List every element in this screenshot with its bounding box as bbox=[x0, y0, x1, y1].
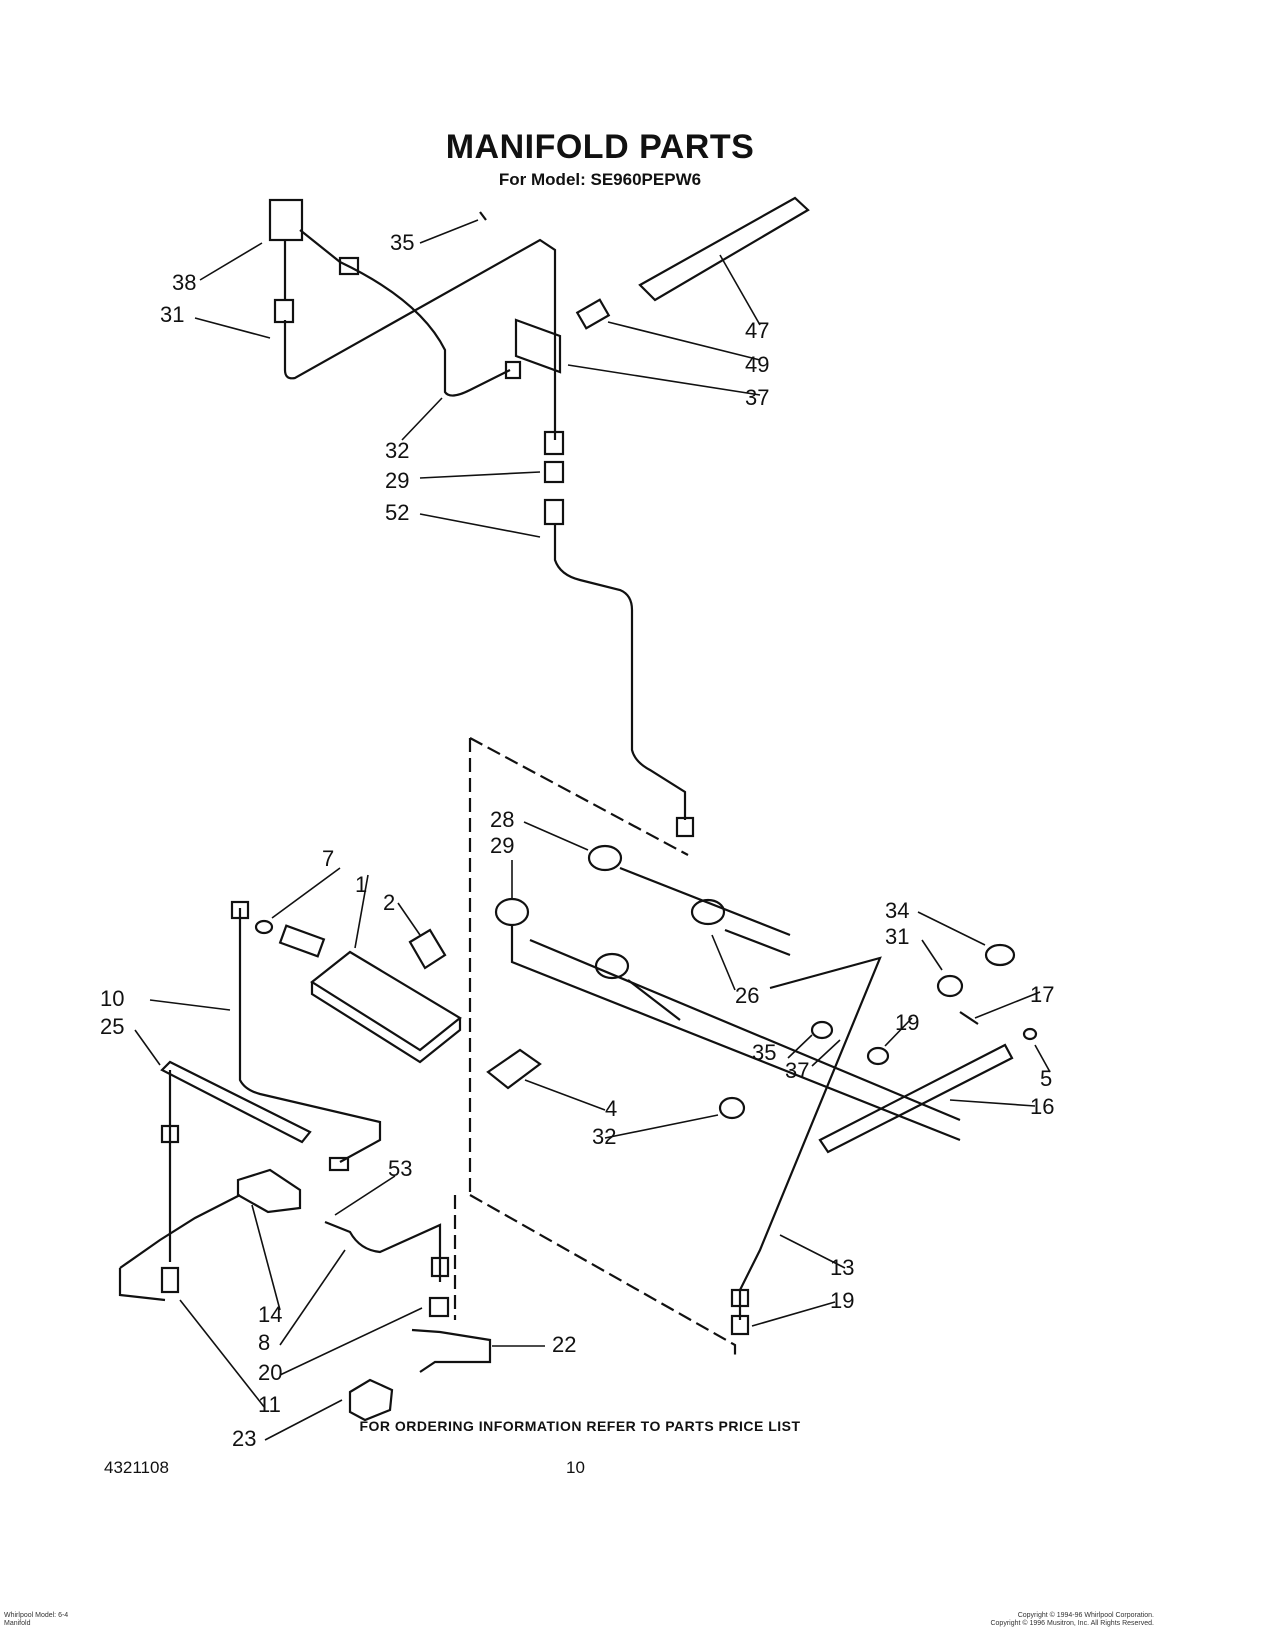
regulator-22 bbox=[411, 1328, 492, 1373]
knob-32 bbox=[718, 1096, 746, 1120]
page-title: MANIFOLD PARTS bbox=[445, 128, 755, 166]
callout-22: 22 bbox=[552, 1332, 576, 1357]
tube-10 bbox=[238, 908, 382, 1163]
tube-8 bbox=[324, 1220, 442, 1282]
nut-7 bbox=[254, 919, 274, 935]
callout-25: 25 bbox=[100, 1014, 124, 1039]
burner-valve-29 bbox=[494, 897, 530, 927]
callout-17: 17 bbox=[1030, 982, 1054, 1007]
tube-end bbox=[675, 816, 695, 838]
callout-26: 26 bbox=[735, 983, 759, 1008]
callout-23: 23 bbox=[232, 1426, 256, 1451]
nut-40 bbox=[273, 298, 295, 324]
nut-25 bbox=[160, 1124, 180, 1144]
callout-31: 31 bbox=[885, 924, 909, 949]
callout-10: 10 bbox=[100, 986, 124, 1011]
callout-35: 35 bbox=[752, 1040, 776, 1065]
callout-11: 11 bbox=[258, 1392, 281, 1417]
callout-20: 20 bbox=[258, 1360, 282, 1385]
copyright-note: Copyright © 1994-96 Whirlpool Corporatio… bbox=[990, 1612, 1154, 1627]
fitting-13 bbox=[730, 1288, 750, 1308]
nut-10b bbox=[328, 1156, 350, 1172]
manifold-outline bbox=[453, 737, 737, 1360]
callout-40: 31 bbox=[160, 302, 184, 327]
manifold-pipe bbox=[510, 925, 961, 1142]
switch-17 bbox=[959, 1011, 979, 1025]
callout-43: 35 bbox=[390, 230, 414, 255]
fitting-8 bbox=[430, 1256, 450, 1278]
orifice-49 bbox=[575, 298, 611, 330]
callout-44: 37 bbox=[745, 385, 769, 410]
manifold-16 bbox=[818, 1043, 1014, 1154]
callout-19a: 19 bbox=[895, 1010, 919, 1035]
part-19a bbox=[866, 1046, 890, 1066]
tube-52 bbox=[553, 524, 687, 820]
callout-13: 13 bbox=[830, 1255, 854, 1280]
nut-10 bbox=[230, 900, 250, 920]
fitting-11 bbox=[160, 1266, 180, 1294]
tube-11 bbox=[118, 1194, 241, 1302]
fitting-20 bbox=[428, 1296, 450, 1318]
callout-2: 2 bbox=[383, 890, 395, 915]
fitting-52 bbox=[543, 498, 565, 526]
knob-34 bbox=[984, 943, 1016, 967]
burner-tubes bbox=[627, 928, 791, 1021]
fitting-38a bbox=[543, 430, 565, 456]
burner-25 bbox=[160, 1060, 312, 1144]
tube-28 bbox=[619, 866, 791, 937]
fitting-38 bbox=[543, 460, 565, 484]
callout-7: 7 bbox=[322, 846, 334, 871]
tube-13 bbox=[738, 956, 882, 1320]
fitting-19b bbox=[730, 1314, 750, 1336]
callout-29: 29 bbox=[490, 833, 514, 858]
callout-14: 14 bbox=[258, 1302, 282, 1327]
callout-52: 52 bbox=[385, 500, 409, 525]
document-number: 4321108 bbox=[104, 1458, 169, 1477]
part-35 bbox=[810, 1020, 834, 1040]
callout-49: 49 bbox=[745, 352, 769, 377]
callout-16: 16 bbox=[1030, 1094, 1054, 1119]
callout-28: 28 bbox=[490, 807, 514, 832]
burner-valve-26 bbox=[690, 898, 726, 926]
callout-19b: 19 bbox=[830, 1288, 854, 1313]
page-number: 10 bbox=[566, 1458, 585, 1477]
callout-34: 34 bbox=[885, 898, 909, 923]
broiler-burner-1 bbox=[310, 950, 462, 1064]
part-5 bbox=[1022, 1027, 1038, 1041]
small-print-left: Whirlpool Model: 6-4 Manifold bbox=[4, 1612, 69, 1627]
callout-4: 4 bbox=[605, 1096, 617, 1121]
orifice-1 bbox=[278, 924, 326, 958]
valve-23 bbox=[348, 1378, 394, 1422]
screw-43 bbox=[479, 211, 487, 221]
callout-38: 29 bbox=[385, 468, 409, 493]
model-subtitle: For Model: SE960PEPW6 bbox=[498, 170, 702, 189]
callout-41: 32 bbox=[385, 438, 409, 463]
burner-47 bbox=[638, 196, 810, 302]
fitting-44a bbox=[504, 360, 522, 380]
tube-41 bbox=[299, 229, 511, 397]
callout-37: 37 bbox=[785, 1058, 809, 1083]
callout-8: 8 bbox=[258, 1330, 270, 1355]
callout-46: 38 bbox=[172, 270, 196, 295]
callout-47: 47 bbox=[745, 318, 769, 343]
top-gas-tube bbox=[283, 238, 557, 440]
bracket-4 bbox=[486, 1048, 542, 1090]
burner-valve-26b bbox=[594, 952, 630, 980]
top-valve-body bbox=[268, 198, 304, 242]
bracket-2 bbox=[408, 928, 447, 970]
burner-valve-28 bbox=[587, 844, 623, 872]
nut-46 bbox=[338, 256, 360, 276]
callout-32: 32 bbox=[592, 1124, 616, 1149]
bracket-44 bbox=[514, 318, 562, 374]
callout-5: 5 bbox=[1040, 1066, 1052, 1091]
callout-53: 53 bbox=[388, 1156, 412, 1181]
knob-31 bbox=[936, 974, 964, 998]
ordering-note: FOR ORDERING INFORMATION REFER TO PARTS … bbox=[359, 1418, 801, 1434]
thermostat-14 bbox=[236, 1168, 302, 1214]
callout-1: 1 bbox=[355, 872, 367, 897]
